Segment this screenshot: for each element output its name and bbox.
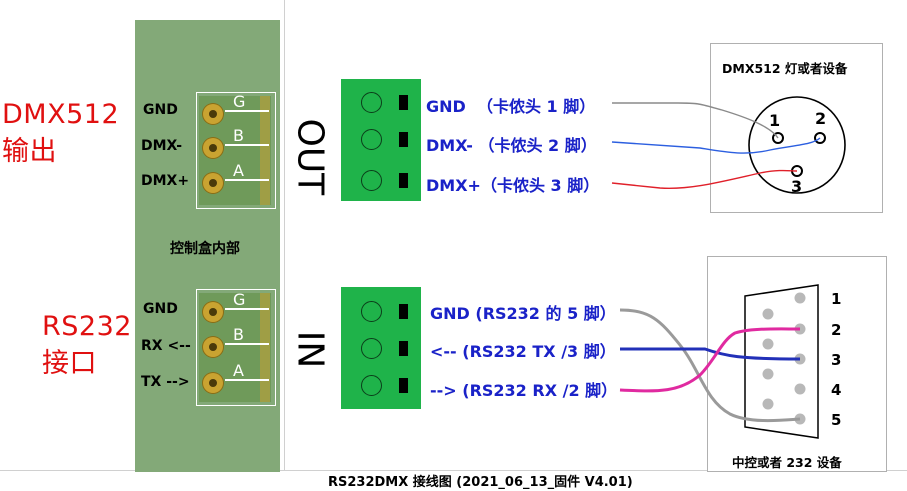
pin-letter-b2: B xyxy=(233,325,244,344)
wire-out-dmx-plus xyxy=(611,169,798,190)
out-wire-label-gnd: GND （卡侬头 1 脚） xyxy=(426,97,596,116)
out-terminal-block xyxy=(341,79,421,201)
pin-letter-a: A xyxy=(233,161,244,180)
dmx-output-label: DMX512 输出 xyxy=(2,96,119,170)
xlr-device-box xyxy=(710,43,883,213)
db9-pin-label-4: 4 xyxy=(831,381,841,399)
dmx-label-line1: DMX512 xyxy=(2,99,120,130)
out-wire-label-dmx-minus: DMX- （卡侬头 2 脚） xyxy=(426,136,597,155)
db9-pin-label-1: 1 xyxy=(831,290,841,308)
control-box-inside-label: 控制盒内部 xyxy=(170,241,240,257)
pin-label-gnd-rs: GND xyxy=(143,301,178,317)
pad-g-top xyxy=(203,104,223,124)
pin-label-gnd: GND xyxy=(143,102,178,118)
pin-letter-g: G xyxy=(233,92,246,111)
wire-in-rx xyxy=(619,327,801,393)
db9-pins xyxy=(762,292,806,425)
xlr-connector-outline xyxy=(748,96,846,194)
dmx-label-line2: 输出 xyxy=(2,136,57,167)
pin-label-tx: TX --> xyxy=(141,374,190,390)
diagram-caption: RS232DMX 接线图 (2021_06_13_固件 V4.01) xyxy=(328,475,633,490)
pad-a-bottom xyxy=(203,373,223,393)
in-terminal-block xyxy=(341,287,421,409)
xlr-pin-label-1: 1 xyxy=(769,111,780,130)
rs-label-line1: RS232 xyxy=(42,311,132,342)
rs232-header-connector: G B A xyxy=(196,289,276,406)
pin-letter-g2: G xyxy=(233,290,246,309)
dmx-header-connector: G B A xyxy=(196,92,276,209)
xlr-device-title: DMX512 灯或者设备 xyxy=(722,61,848,76)
db9-pin-label-5: 5 xyxy=(831,411,841,429)
rs-label-line2: 接口 xyxy=(42,348,97,379)
wire-in-gnd xyxy=(619,308,801,423)
in-wire-label-tx: <-- (RS232 TX /3 脚） xyxy=(430,342,616,361)
db9-device-title: 中控或者 232 设备 xyxy=(732,455,842,470)
in-wire-label-rx: --> (RS232 RX /2 脚） xyxy=(430,381,618,400)
rs232-interface-label: RS232 接口 xyxy=(42,308,132,382)
wire-out-dmx-minus xyxy=(611,137,821,154)
out-wire-label-dmx-plus: DMX+（卡侬头 3 脚） xyxy=(426,176,600,195)
pin-label-rx: RX <-- xyxy=(141,338,191,354)
pin-letter-b: B xyxy=(233,126,244,145)
db9-pin-label-2: 2 xyxy=(831,321,841,339)
bottom-divider xyxy=(0,470,907,471)
pad-a-top xyxy=(203,173,223,193)
pad-g-bottom xyxy=(203,302,223,322)
db9-pin-label-3: 3 xyxy=(831,351,841,369)
pin-letter-a2: A xyxy=(233,361,244,380)
pin-label-dmx-plus: DMX+ xyxy=(141,173,190,189)
xlr-pin-label-2: 2 xyxy=(815,109,826,128)
wire-out-gnd xyxy=(612,102,779,139)
pin-label-dmx-minus: DMX- xyxy=(141,138,183,154)
pad-b-bottom xyxy=(203,337,223,357)
xlr-pin-label-3: 3 xyxy=(791,177,802,196)
left-panel-frame xyxy=(0,0,285,470)
in-wire-label-gnd: GND (RS232 的 5 脚） xyxy=(430,304,616,323)
pad-b-top xyxy=(203,138,223,158)
wire-in-tx xyxy=(620,347,801,361)
db9-shell xyxy=(744,284,819,439)
